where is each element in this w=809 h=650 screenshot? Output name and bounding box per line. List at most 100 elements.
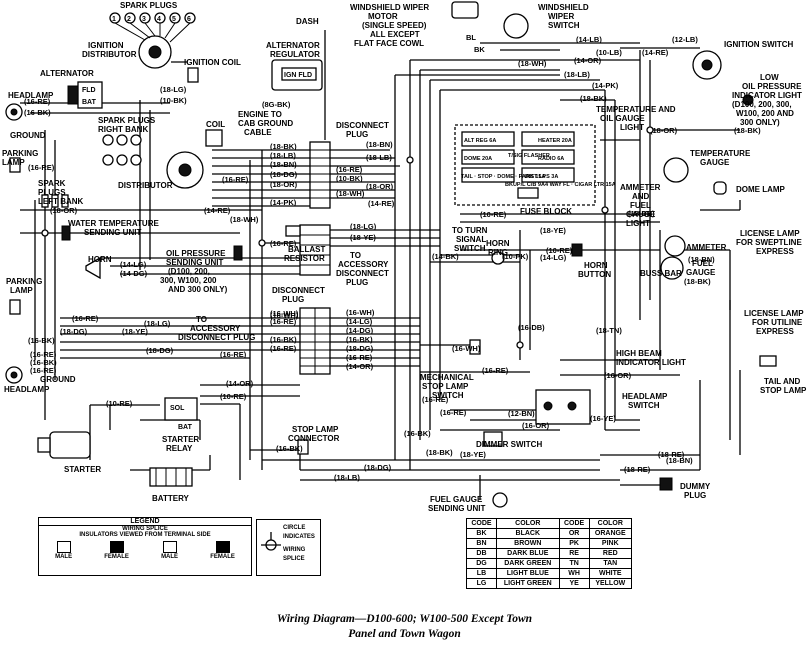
wire-label: (18-LG) <box>160 85 187 94</box>
wire-label: (16-RE) <box>440 408 467 417</box>
fuse-block: ALT REG 6A DOME 20A HEATER 20A T/SIG FLA… <box>454 124 616 216</box>
wire-label: (16-WH) <box>346 308 375 317</box>
table-cell: YELLOW <box>588 578 633 589</box>
ground-bottom-label: GROUND <box>40 375 76 384</box>
table-cell: DG <box>466 558 497 569</box>
starter-relay-symbol <box>164 397 198 421</box>
spark-plugs-left-bank-symbol <box>41 194 69 208</box>
wire-label: (18-RE) <box>658 450 685 459</box>
wire-label: (16-RE) <box>30 366 57 375</box>
alternator-label: ALTERNATOR <box>40 69 94 78</box>
ground-top-label: GROUND <box>10 131 46 140</box>
oil-pressure-sending-symbol <box>233 245 243 261</box>
wire-label: (18-DG) <box>146 346 174 355</box>
table-header: CODE <box>558 518 590 529</box>
ign-fld-label: IGN FLD <box>284 72 312 79</box>
female-terminal-icon <box>215 541 230 553</box>
wire-label: (16-BK) <box>30 358 57 367</box>
wire-label: (12-BN) <box>508 409 535 418</box>
table-cell: DARK GREEN <box>495 558 560 569</box>
wire-label: (16-RE) <box>422 395 449 404</box>
dummy-plug-symbol <box>659 477 673 491</box>
distributor-label: DISTRIBUTOR <box>118 181 173 190</box>
fuse-inst-lps: INST LPS 3A <box>525 174 558 180</box>
wire-label: (14-RE) <box>642 48 669 57</box>
wire-label: (18-WH) <box>518 59 547 68</box>
wire-label: (10-BK) <box>160 96 187 105</box>
ammeter-symbol <box>664 235 686 257</box>
wire-label: (18-DG) <box>346 344 374 353</box>
table-cell: LIGHT BLUE <box>495 568 560 579</box>
water-temp-sending-symbol <box>61 225 71 241</box>
wire-label: (16-RE) <box>24 97 51 106</box>
wire-label: (16-WH) <box>270 311 299 320</box>
table-cell: OR <box>558 528 590 539</box>
wire-label: (18-OR) <box>650 126 678 135</box>
wire-label: (16-RE) <box>72 314 99 323</box>
splice-note-box: CIRCLE INDICATES WIRING SPLICE <box>256 519 321 576</box>
wire-label: (16-BK) <box>24 108 51 117</box>
wire-label: (16-RE) <box>270 344 297 353</box>
wire-label: (16-RE) <box>28 163 55 172</box>
wire-label: (14-DG) <box>120 269 148 278</box>
table-header: CODE <box>466 518 497 529</box>
wire-label: (10-RE) <box>106 399 133 408</box>
wire-label: (16-RE) <box>270 317 297 326</box>
legend-title: LEGEND <box>39 518 251 526</box>
caption-line-1: Wiring Diagram—D100-600; W100-500 Except… <box>276 613 533 625</box>
wire-label: (18-LG) <box>144 319 171 328</box>
wire-label: (18-BK) <box>426 448 453 457</box>
plug-num-3: 3 <box>142 16 146 23</box>
wire-label: (16-RE) <box>222 175 249 184</box>
wire-label: (14-RE) <box>204 206 231 215</box>
wire-label: (18-YE) <box>122 327 148 336</box>
ignition-switch-label: IGNITION SWITCH <box>724 40 794 49</box>
plug-num-4: 4 <box>157 16 161 23</box>
wire-label: (16-BK) <box>270 335 297 344</box>
stop-lamp-connector-symbol <box>297 439 309 455</box>
wire-label: (18-YE) <box>460 450 486 459</box>
wire-label: (18-YE) <box>350 233 376 242</box>
legend-splice-label: WIRING SPLICE <box>122 526 168 532</box>
wire-label: (16-RE) <box>346 353 373 362</box>
wire-labels: (18-LG) (10-BK) (8G-BK) (18-BK) (18-LB) … <box>24 33 761 482</box>
female-insulator-icon <box>109 541 124 553</box>
ignition-coil-symbol <box>171 61 199 83</box>
plug-num-5: 5 <box>172 16 176 23</box>
headlamp-top-symbol <box>5 103 23 121</box>
legend-cell-label: FEMALE <box>210 554 235 560</box>
wire-label: (18-RE) <box>624 465 651 474</box>
oil-pressure-indicator-light-symbol <box>742 94 754 106</box>
table-header-row: CODE COLOR CODE COLOR <box>466 518 633 529</box>
parking-lamp-left-symbol <box>9 299 21 315</box>
legend-cell: MALE <box>55 541 72 560</box>
table-cell: BROWN <box>495 538 560 549</box>
table-cell: BN <box>466 538 497 549</box>
table-cell: TN <box>558 558 590 569</box>
table-cell: RE <box>558 548 590 559</box>
temperature-gauge-symbol <box>663 157 689 183</box>
wire-label: (16-BK) <box>346 335 373 344</box>
fuel-gauge-symbol <box>660 256 684 280</box>
splice-note-line: SPLICE <box>283 556 305 562</box>
table-cell: BK <box>466 528 497 539</box>
legend-cell: FEMALE <box>104 541 129 560</box>
starter-symbol <box>37 431 91 459</box>
wire-label: (18-OR) <box>50 206 78 215</box>
